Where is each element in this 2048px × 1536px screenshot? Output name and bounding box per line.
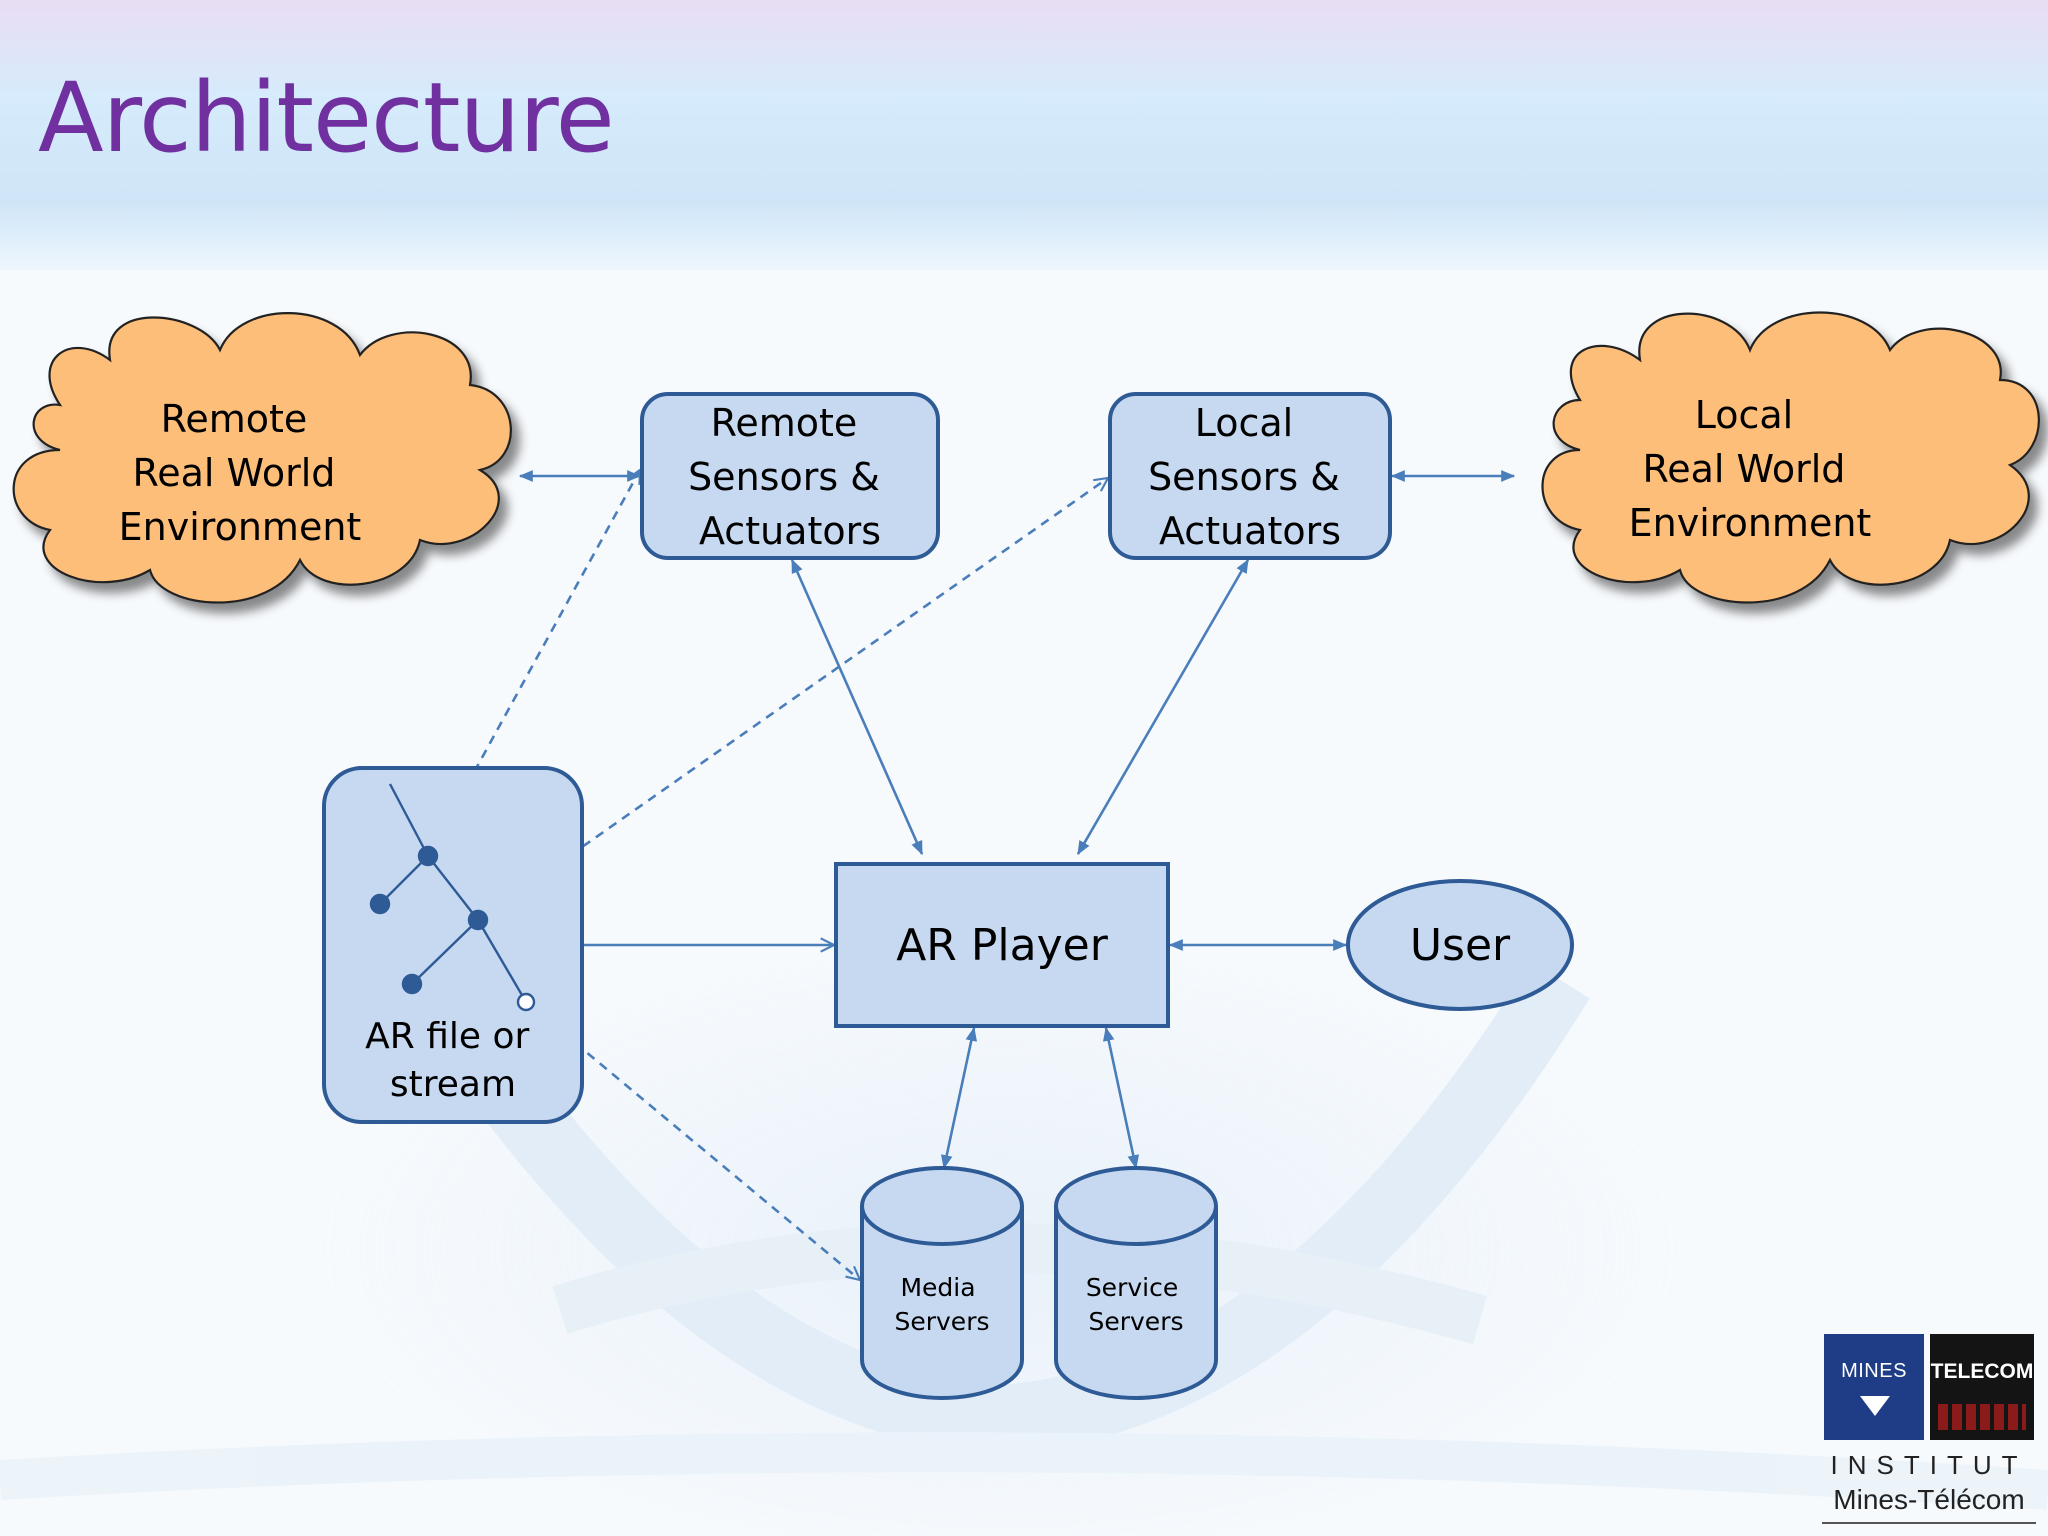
local-environment-line-2: Real World xyxy=(1643,447,1846,491)
user-label: User xyxy=(1410,920,1511,971)
mines-telecom-logo-text: Mines-Télécom xyxy=(1833,1484,2025,1515)
service-servers-line-1: Service xyxy=(1086,1273,1178,1302)
logo-divider xyxy=(1822,1522,2036,1524)
diamond-icon xyxy=(1860,1396,1890,1416)
remote-environment-line-2: Real World xyxy=(133,451,336,495)
service-servers-cylinder: Service Servers xyxy=(1054,1166,1218,1400)
svg-text:AR file or stream: AR file or stream xyxy=(365,1016,541,1105)
ar-file-line-1: AR file or xyxy=(365,1016,529,1057)
local-sensors-box: Local Sensors & Actuators xyxy=(1108,392,1392,560)
user-ellipse: User xyxy=(1346,879,1574,1011)
institut-logo: MINES TELECOM INSTITUT Mines-Télécom xyxy=(1822,1332,2036,1536)
local-sensors-line-3: Actuators xyxy=(1159,509,1341,553)
remote-sensors-line-2: Sensors & xyxy=(688,455,880,499)
local-environment-cloud: Local Real World Environment xyxy=(1541,311,2040,604)
local-environment-line-1: Local xyxy=(1695,393,1794,437)
local-sensors-line-2: Sensors & xyxy=(1148,455,1340,499)
svg-text:Remote Real World: Remote Real World Environment xyxy=(119,397,362,549)
media-servers-line-1: Media xyxy=(900,1273,975,1302)
telecom-logo-block: TELECOM xyxy=(1930,1334,2034,1440)
remote-sensors-line-3: Actuators xyxy=(699,509,881,553)
remote-environment-line-1: Remote xyxy=(161,397,308,441)
arrow-local-sensors-to-ar-player xyxy=(1076,558,1250,856)
mines-logo-block: MINES xyxy=(1824,1334,1924,1440)
svg-text:Local Sensors &: Local Sensors & Actuators xyxy=(1148,401,1352,553)
svg-text:Remote Sensors &: Remote Sensors & Actuators xyxy=(688,401,892,553)
ar-player-label: AR Player xyxy=(896,920,1108,971)
arrow-remote-sensors-to-ar-player xyxy=(790,558,924,856)
header-band xyxy=(0,0,2048,270)
mines-logo-text: MINES xyxy=(1841,1360,1907,1382)
remote-sensors-line-1: Remote xyxy=(711,401,858,445)
remote-sensors-box: Remote Sensors & Actuators xyxy=(640,392,940,560)
chinese-characters-mark xyxy=(1938,1404,2026,1430)
remote-environment-cloud: Remote Real World Environment xyxy=(12,312,512,604)
telecom-logo-text: TELECOM xyxy=(1930,1360,2034,1383)
remote-environment-line-3: Environment xyxy=(119,505,362,549)
local-sensors-line-1: Local xyxy=(1195,401,1294,445)
arrow-ar-player-to-service-servers xyxy=(1102,1026,1140,1170)
institut-logo-text: INSTITUT xyxy=(1830,1450,2028,1480)
ar-player-box: AR Player xyxy=(834,862,1170,1028)
slide-title: Architecture xyxy=(38,62,615,174)
local-environment-line-3: Environment xyxy=(1629,501,1872,545)
ar-file-line-2: stream xyxy=(390,1064,516,1105)
service-servers-line-2: Servers xyxy=(1088,1307,1183,1336)
scene-graph-icon xyxy=(369,783,536,1012)
svg-text:Local Real World: Local Real World Environment xyxy=(1629,393,1872,545)
arrow-ar-player-to-media-servers xyxy=(940,1026,978,1170)
media-servers-line-2: Servers xyxy=(894,1307,989,1336)
media-servers-cylinder: Media Servers xyxy=(860,1166,1024,1400)
svg-text:Media Servers: Media Servers xyxy=(894,1273,989,1336)
ar-file-box: AR file or stream xyxy=(322,766,584,1124)
svg-text:Service Servers: Service Servers xyxy=(1086,1273,1186,1336)
